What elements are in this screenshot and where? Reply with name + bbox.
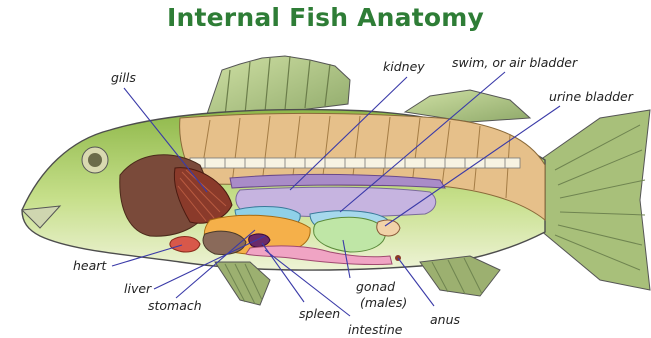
eye [82, 147, 108, 173]
label-kidney: kidney [383, 59, 425, 74]
spine [190, 158, 520, 168]
label-liver: liver [124, 281, 152, 296]
label-gills: gills [111, 70, 136, 85]
urine-bladder-organ [377, 220, 400, 236]
heart-organ [170, 237, 200, 252]
label-spleen: spleen [299, 306, 340, 321]
label-anus: anus [430, 312, 461, 327]
label-intestine: intestine [348, 322, 403, 337]
label-urine-bladder: urine bladder [549, 89, 634, 104]
label-swim-bladder: swim, or air bladder [452, 55, 578, 70]
label-gonad: gonad [356, 279, 395, 294]
tail-fin [540, 110, 650, 290]
label-gonad-note: (males) [360, 295, 407, 310]
label-heart: heart [73, 258, 107, 273]
label-stomach: stomach [148, 298, 202, 313]
